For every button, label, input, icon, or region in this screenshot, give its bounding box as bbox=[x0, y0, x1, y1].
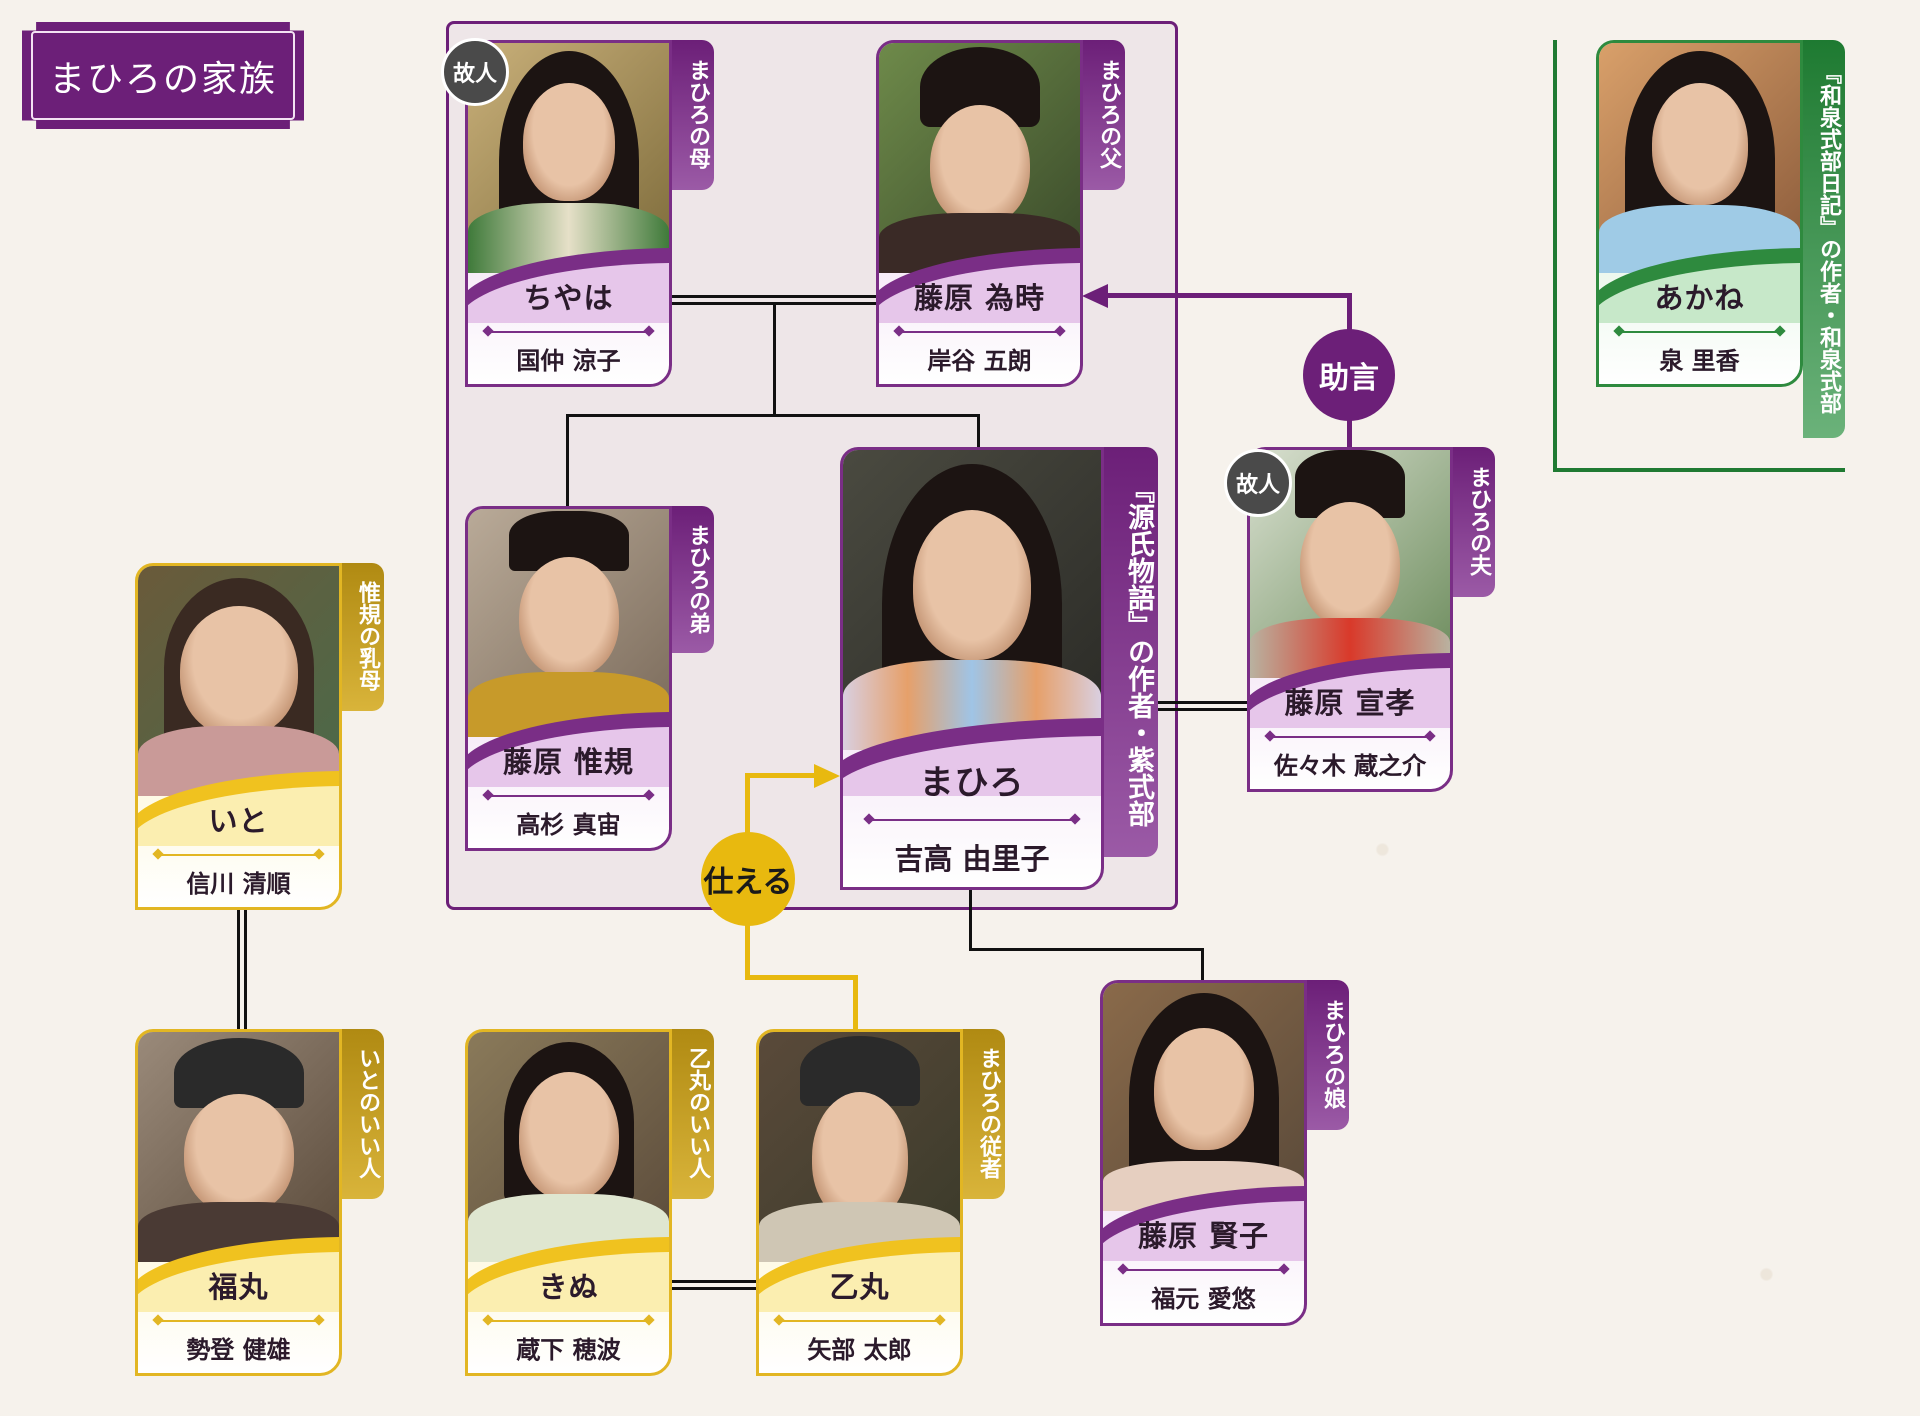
couple-line-ito-right bbox=[244, 910, 247, 1030]
relation-tag: まひろの夫 bbox=[1453, 447, 1495, 597]
actor-name: 岸谷 五朗 bbox=[927, 346, 1032, 375]
akane-bracket-bottom bbox=[1553, 468, 1845, 472]
actor-name: 泉 里香 bbox=[1659, 346, 1740, 375]
character-name: まひろ bbox=[919, 763, 1025, 803]
serve-arrow-icon bbox=[814, 764, 840, 788]
portrait-photo bbox=[468, 1032, 669, 1262]
relation-tag: いとのいい人 bbox=[342, 1029, 384, 1199]
card-divider bbox=[899, 331, 1060, 333]
character-name: 藤原 宣孝 bbox=[1284, 686, 1416, 720]
character-card-ito[interactable]: いと 信川 清順 惟規の乳母 bbox=[135, 563, 384, 910]
card-divider bbox=[488, 331, 649, 333]
mahiro-to-kenshi-drop bbox=[1201, 948, 1204, 981]
relation-tag: まひろの母 bbox=[672, 40, 714, 190]
portrait-photo bbox=[138, 1032, 339, 1262]
relation-tag: 惟規の乳母 bbox=[342, 563, 384, 711]
relation-tag: まひろの父 bbox=[1083, 40, 1125, 190]
mahiro-to-kenshi-vertical bbox=[969, 890, 972, 950]
actor-name: 信川 清順 bbox=[186, 869, 291, 898]
actor-name: 福元 愛悠 bbox=[1151, 1284, 1256, 1313]
character-name: 乙丸 bbox=[829, 1270, 890, 1304]
character-name: 藤原 為時 bbox=[913, 281, 1046, 315]
card-divider bbox=[158, 854, 319, 856]
character-name: きぬ bbox=[538, 1270, 599, 1304]
character-card-tametoki[interactable]: 藤原 為時 岸谷 五朗 まひろの父 bbox=[876, 40, 1125, 387]
advice-label: 助言 bbox=[1319, 361, 1379, 396]
character-name: 藤原 賢子 bbox=[1137, 1219, 1270, 1253]
mahiro-to-kenshi-horizontal bbox=[969, 948, 1204, 951]
portrait-photo bbox=[879, 43, 1080, 273]
couple-line-kinu-top bbox=[672, 1280, 756, 1283]
actor-name: 矢部 太郎 bbox=[807, 1335, 912, 1364]
relation-tag: まひろの娘 bbox=[1307, 980, 1349, 1130]
card-divider bbox=[488, 795, 649, 797]
portrait-photo bbox=[1599, 43, 1800, 273]
section-title-badge: まひろの家族 bbox=[22, 22, 304, 129]
card-divider bbox=[779, 1320, 940, 1322]
character-card-kenshi[interactable]: 藤原 賢子 福元 愛悠 まひろの娘 bbox=[1100, 980, 1349, 1326]
section-title: まひろの家族 bbox=[48, 58, 277, 100]
deceased-badge: 故人 bbox=[441, 38, 509, 106]
akane-bracket-vertical bbox=[1553, 40, 1557, 472]
character-name: あかね bbox=[1654, 281, 1745, 315]
deceased-badge: 故人 bbox=[1224, 449, 1292, 517]
serve-line-up-from-otomaru bbox=[853, 975, 858, 1030]
card-divider bbox=[1270, 736, 1430, 738]
portrait-photo bbox=[759, 1032, 960, 1262]
character-card-nobutaka[interactable]: 藤原 宣孝 佐々木 蔵之介 まひろの夫 故人 bbox=[1224, 447, 1495, 792]
advice-line-horizontal bbox=[1100, 293, 1352, 298]
advice-arrow-icon bbox=[1082, 284, 1108, 308]
character-name: 藤原 惟規 bbox=[502, 745, 635, 779]
portrait-photo bbox=[1103, 983, 1304, 1211]
character-card-mahiro[interactable]: まひろ 吉高 由里子 『源氏物語』の作者・紫式部 bbox=[840, 447, 1158, 890]
parents-to-children-line bbox=[773, 302, 776, 417]
actor-name: 佐々木 蔵之介 bbox=[1273, 751, 1427, 780]
spouse-line-mahiro-top bbox=[1158, 701, 1248, 704]
advice-relation-badge: 助言 bbox=[1303, 329, 1395, 421]
character-name: 福丸 bbox=[208, 1270, 269, 1304]
couple-line-kinu-bottom bbox=[672, 1287, 756, 1290]
actor-name: 高杉 真宙 bbox=[516, 810, 621, 839]
couple-line-ito-left bbox=[237, 910, 240, 1030]
card-divider bbox=[158, 1320, 319, 1322]
spouse-line-mahiro-bottom bbox=[1158, 708, 1248, 711]
actor-name: 吉高 由里子 bbox=[894, 842, 1050, 876]
portrait-photo bbox=[468, 509, 669, 737]
serve-label: 仕える bbox=[703, 865, 793, 900]
character-card-chiyaha[interactable]: ちやは 国仲 涼子 まひろの母 故人 bbox=[441, 38, 714, 387]
to-mahiro-line bbox=[977, 414, 980, 448]
relation-tag: まひろの弟 bbox=[672, 506, 714, 653]
actor-name: 勢登 健雄 bbox=[186, 1335, 291, 1364]
portrait-photo bbox=[843, 450, 1101, 750]
to-nobunori-line bbox=[566, 414, 569, 507]
serve-relation-badge: 仕える bbox=[701, 832, 795, 926]
character-card-akane[interactable]: あかね 泉 里香 『和泉式部日記』の作者・和泉式部 bbox=[1596, 40, 1845, 438]
actor-name: 蔵下 穂波 bbox=[516, 1335, 621, 1364]
relation-tag: まひろの従者 bbox=[963, 1029, 1005, 1199]
character-card-fukumaru[interactable]: 福丸 勢登 健雄 いとのいい人 bbox=[135, 1029, 384, 1376]
character-card-kinu[interactable]: きぬ 蔵下 穂波 乙丸のいい人 bbox=[465, 1029, 714, 1376]
portrait-photo bbox=[468, 43, 669, 273]
children-bar-line bbox=[566, 414, 980, 417]
card-divider bbox=[1619, 331, 1780, 333]
actor-name: 国仲 涼子 bbox=[516, 346, 621, 375]
serve-line-horizontal-upper bbox=[745, 773, 817, 778]
portrait-photo bbox=[138, 566, 339, 796]
spouse-line-parents-top bbox=[672, 295, 876, 298]
card-divider bbox=[1123, 1269, 1284, 1271]
character-name: ちやは bbox=[523, 281, 614, 315]
serve-line-horizontal-lower bbox=[745, 975, 858, 980]
card-divider bbox=[868, 819, 1076, 821]
relation-tag: 『源氏物語』の作者・紫式部 bbox=[1104, 447, 1158, 857]
relation-tag: 『和泉式部日記』の作者・和泉式部 bbox=[1803, 40, 1845, 438]
relation-tag: 乙丸のいい人 bbox=[672, 1029, 714, 1199]
character-card-otomaru[interactable]: 乙丸 矢部 太郎 まひろの従者 bbox=[756, 1029, 1005, 1376]
card-divider bbox=[488, 1320, 649, 1322]
character-name: いと bbox=[208, 804, 269, 838]
character-card-nobunori[interactable]: 藤原 惟規 高杉 真宙 まひろの弟 bbox=[465, 506, 714, 851]
